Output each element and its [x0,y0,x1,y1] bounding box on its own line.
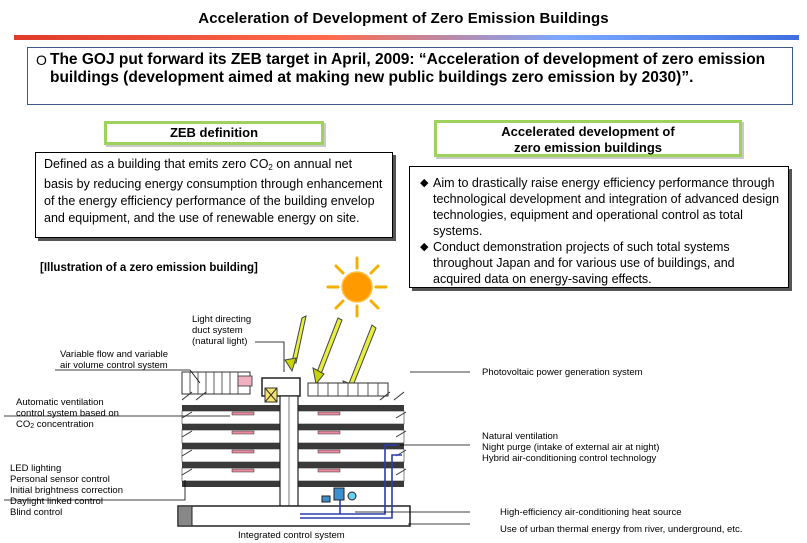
natural-ventilation-label-line: Natural ventilation [482,431,559,442]
accelerated-heading-line1: Accelerated development of [501,124,675,139]
led-lighting-label: LED lighting Personal sensor control Ini… [10,463,123,518]
page-title: Acceleration of Development of Zero Emis… [198,10,609,27]
zeb-definition-part1: Defined as a building that emits zero CO [44,157,269,171]
zeb-definition-text: Defined as a building that emits zero CO… [35,152,393,238]
illustration-title: [Illustration of a zero emission buildin… [40,262,258,274]
zeb-definition-subscript: 2 [268,163,273,172]
light-duct-label-line: duct system [192,325,243,336]
concentration-text: concentration [34,419,94,430]
callout-lines [4,341,470,525]
accelerated-development-list: ◆ Aim to drastically raise energy effici… [409,166,789,288]
intro-bullet: O [36,52,47,68]
diamond-bullet-icon: ◆ [420,241,429,253]
diamond-bullet-icon: ◆ [420,177,429,189]
vav-label-line: Variable flow and variable [60,349,169,360]
led-lighting-label-line: Personal sensor control [10,474,110,485]
accelerated-item: ◆ Conduct demonstration projects of such… [420,239,782,287]
light-duct-label-line: (natural light) [192,336,248,347]
sun-icon [326,256,388,318]
integrated-control-label: Integrated control system [238,530,345,541]
zeb-definition-part2: on annual net basis by reducing energy c… [44,157,383,225]
natural-ventilation-label: Natural ventilation Night purge (intake … [482,431,659,464]
accelerated-heading-line2: zero emission buildings [513,140,663,155]
auto-ventilation-label-line: CO2 concentration [16,419,119,432]
building-body [177,371,411,527]
accelerated-item-text: Aim to drastically raise energy efficien… [433,176,780,238]
urban-thermal-label: Use of urban thermal energy from river, … [500,524,743,535]
sunlight-arrows [284,315,377,398]
intro-box: O The GOJ put forward its ZEB target in … [27,47,793,105]
co2-subscript: 2 [30,423,35,430]
light-duct-label-line: Light directing [192,314,252,325]
light-duct-label: Light directing duct system (natural lig… [192,314,251,347]
intro-text: The GOJ put forward its ZEB target in Ap… [50,51,766,86]
zeb-definition-heading: ZEB definition [104,121,324,145]
auto-ventilation-label: Automatic ventilation control system bas… [16,397,119,432]
vav-label-line: air volume control system [60,360,168,371]
led-lighting-label-line: Blind control [10,507,63,518]
heat-source-label: High-efficiency air-conditioning heat so… [500,507,682,518]
vav-label: Variable flow and variable air volume co… [60,349,168,371]
natural-ventilation-label-line: Hybrid air-conditioning control technolo… [482,453,657,464]
natural-ventilation-label-line: Night purge (intake of external air at n… [482,442,660,453]
accelerated-item: ◆ Aim to drastically raise energy effici… [420,175,782,239]
accelerated-item-text: Conduct demonstration projects of such t… [433,240,735,286]
accelerated-development-heading: Accelerated development of zero emission… [434,120,742,157]
pv-label: Photovoltaic power generation system [482,367,643,378]
led-lighting-label-line: LED lighting [10,463,62,474]
co2-text: CO [16,419,31,430]
led-lighting-label-line: Initial brightness correction [10,485,123,496]
auto-ventilation-label-line: control system based on [16,408,119,419]
title-divider [14,35,799,40]
led-lighting-label-line: Daylight linked control [10,496,103,507]
auto-ventilation-label-line: Automatic ventilation [16,397,104,408]
